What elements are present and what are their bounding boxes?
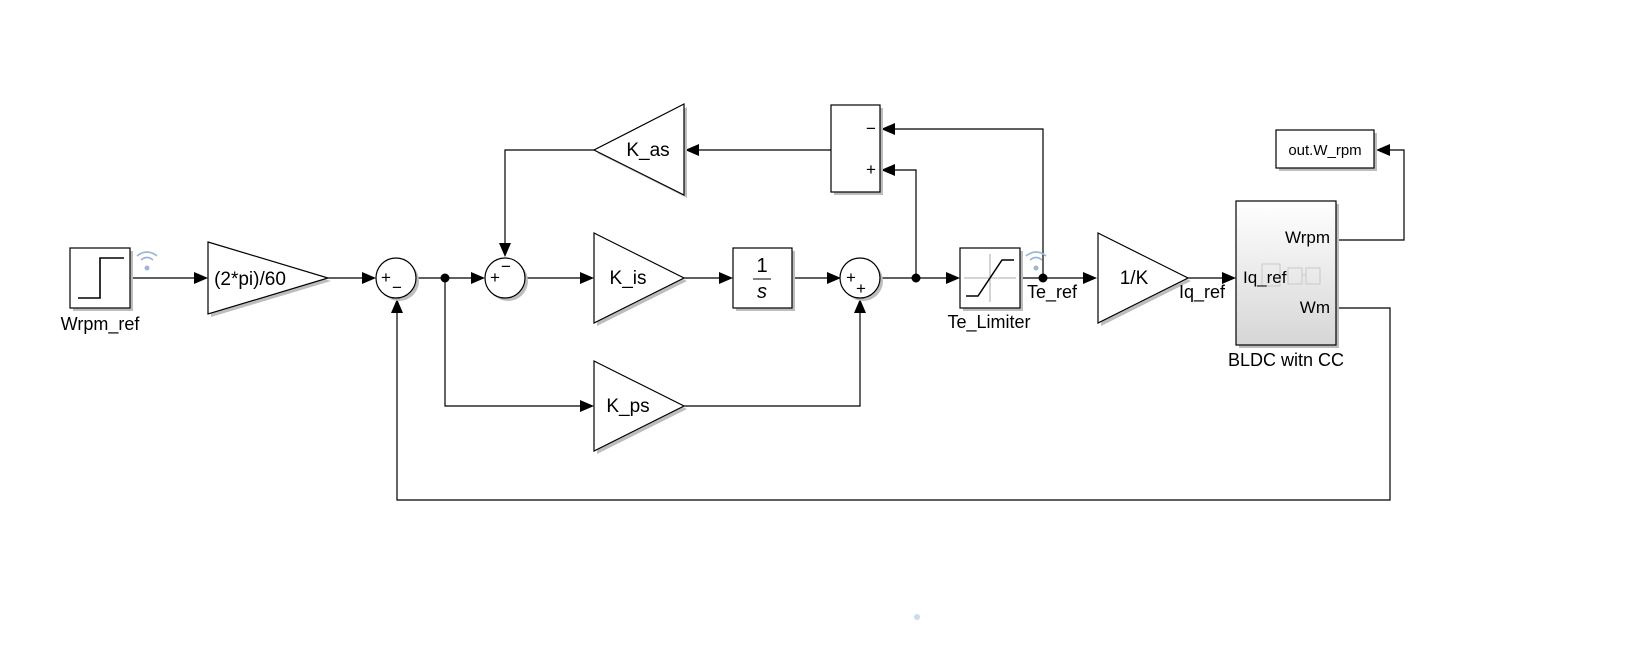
sum1-sign-plus: + (381, 268, 391, 287)
sum-block-3[interactable]: + + (839, 257, 883, 301)
signal-iq-ref: Iq_ref (1179, 282, 1226, 303)
subsystem-port-wm: Wm (1300, 298, 1330, 317)
gain-conversion-text: (2*pi)/60 (214, 269, 286, 290)
signal-te-ref: Te_ref (1027, 282, 1078, 303)
subsystem-label: BLDC witn CC (1228, 350, 1344, 370)
step-icon (78, 257, 124, 299)
subsystem-preview-icon (1261, 263, 1321, 287)
step-label: Wrpm_ref (61, 314, 141, 335)
gain-kas-text: K_as (626, 140, 669, 161)
signal-logging-icon-te[interactable] (1025, 251, 1047, 271)
gain-kps-block[interactable]: K_ps (593, 360, 687, 454)
sum1-sign-minus: − (392, 278, 402, 297)
integrator-block[interactable]: 1 s (732, 247, 795, 311)
gain-invk-text: 1/K (1120, 268, 1149, 289)
bldc-subsystem-block[interactable]: Iq_ref Wrpm Wm (1235, 200, 1339, 348)
gain-conversion-block[interactable]: (2*pi)/60 (207, 241, 331, 317)
arrowheads (194, 123, 1390, 412)
sum2-sign-plus: + (490, 268, 500, 287)
output-block[interactable]: out.W_rpm (1275, 129, 1377, 171)
subsystem-port-wrpm: Wrpm (1285, 228, 1330, 247)
sum-block-antiwindup[interactable]: − + (830, 104, 883, 195)
output-block-text: out.W_rpm (1288, 142, 1361, 159)
integrator-denominator: s (757, 281, 767, 303)
aw-sign-minus: − (866, 119, 876, 138)
sum3-sign-plus-1: + (846, 268, 856, 287)
subsystem-port-iq-ref: Iq_ref (1243, 268, 1287, 287)
signal-logging-icon[interactable] (136, 251, 158, 271)
sum2-sign-minus: − (501, 257, 511, 276)
aw-sign-plus: + (866, 160, 876, 179)
gain-invk-block[interactable]: 1/K (1097, 232, 1191, 326)
gain-kis-block[interactable]: K_is (593, 232, 687, 326)
gain-kis-text: K_is (610, 268, 647, 289)
gain-kps-text: K_ps (606, 396, 649, 417)
sum3-sign-plus-2: + (856, 279, 866, 298)
signal-lines (130, 128, 1405, 501)
sum-block-2[interactable]: + − (484, 257, 528, 301)
gain-kas-block[interactable]: K_as (592, 103, 687, 198)
step-block[interactable] (69, 247, 133, 311)
saturation-icon (964, 254, 1016, 302)
canvas-marker (914, 614, 920, 620)
branch-points (440, 273, 1048, 283)
integrator-numerator: 1 (756, 255, 767, 277)
saturation-label: Te_Limiter (947, 312, 1030, 333)
sum-block-1[interactable]: + − (375, 257, 419, 301)
saturation-block[interactable] (959, 247, 1023, 311)
